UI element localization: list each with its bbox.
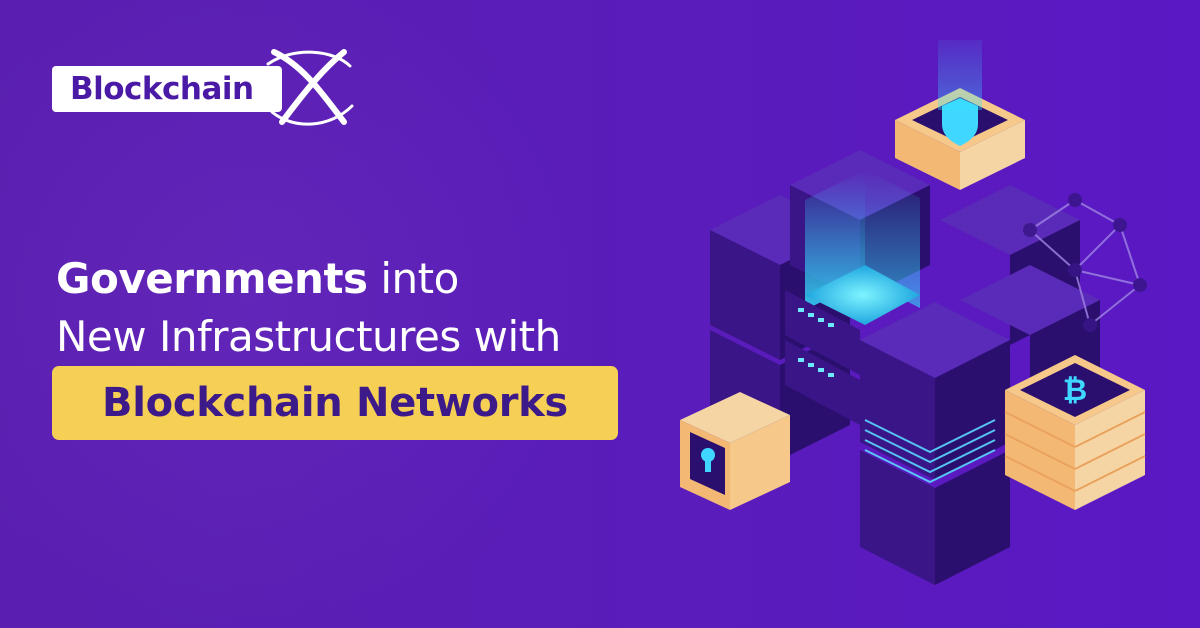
bitcoin-stack: ₿ bbox=[1004, 355, 1146, 510]
bitcoin-icon: ₿ bbox=[1063, 373, 1087, 408]
shield-cube bbox=[895, 40, 1025, 190]
network-graph-icon bbox=[1023, 193, 1147, 332]
logo-box: Blockchain bbox=[52, 66, 282, 112]
headline-bold-word: Governments bbox=[56, 254, 368, 303]
headline: Governments into New Infrastructures wit… bbox=[56, 250, 561, 366]
logo-text: Blockchain bbox=[70, 71, 254, 107]
headline-highlight: Blockchain Networks bbox=[52, 366, 618, 440]
logo[interactable]: Blockchain bbox=[52, 46, 354, 126]
glow-beam bbox=[805, 170, 920, 325]
keyhole-icon bbox=[701, 448, 715, 462]
x-swoosh-icon bbox=[266, 49, 354, 126]
headline-highlight-text: Blockchain Networks bbox=[102, 380, 568, 426]
cube-lower-center bbox=[860, 419, 1010, 585]
lock-cube bbox=[680, 392, 790, 510]
headline-line-1: Governments into bbox=[56, 250, 561, 308]
server-rack-icon bbox=[785, 290, 860, 425]
headline-line-2: New Infrastructures with bbox=[56, 312, 561, 361]
headline-line-1-rest: into bbox=[367, 254, 459, 303]
blockchain-cubes-illustration: ₿ bbox=[680, 40, 1147, 585]
